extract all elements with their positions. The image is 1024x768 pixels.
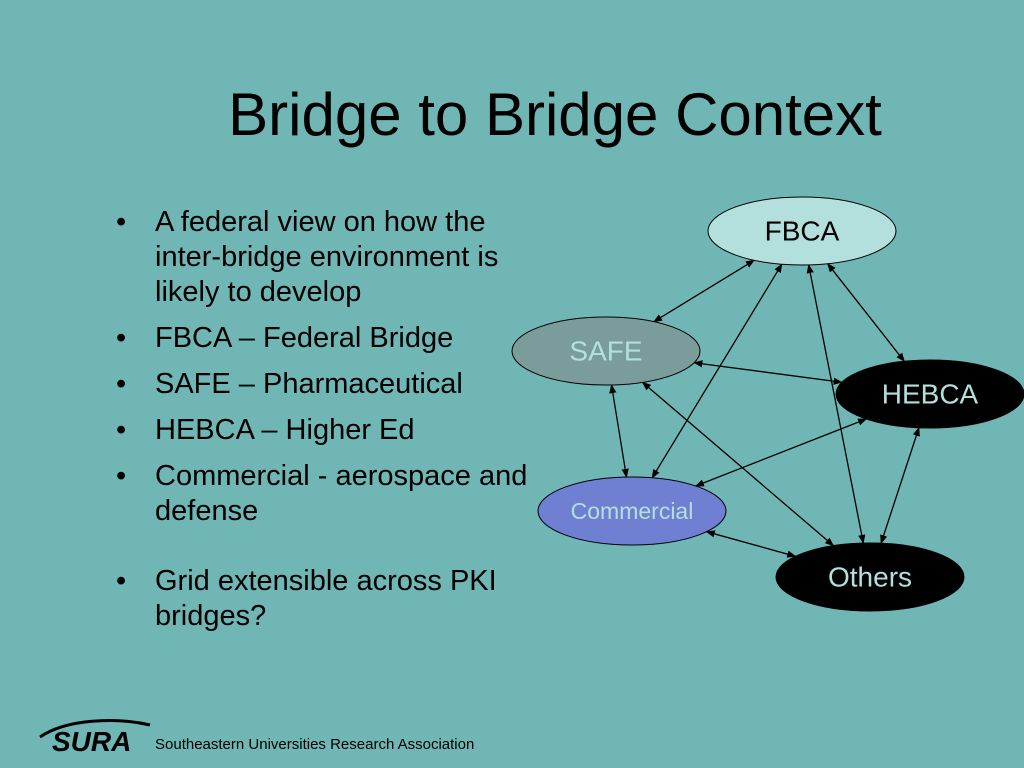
node-safe: SAFE	[511, 316, 701, 386]
node-commercial: Commercial	[537, 476, 727, 546]
node-safe-shape	[511, 316, 701, 386]
edge-safe-hebca	[693, 360, 843, 385]
bullet-icon: •	[116, 368, 127, 400]
node-others-shape	[775, 542, 965, 612]
bullet-text: A federal view on how the inter-bridge e…	[155, 206, 499, 308]
node-hebca-label: HEBCA	[882, 379, 979, 410]
bullet-item: • SAFE – Pharmaceutical	[112, 367, 542, 402]
bullet-icon: •	[116, 322, 127, 354]
bullet-item: • A federal view on how the inter-bridge …	[112, 205, 542, 310]
edge-hebca-others	[880, 426, 920, 545]
bullet-text: Grid extensible across PKI bridges?	[155, 565, 497, 632]
node-fbca-shape	[707, 196, 897, 266]
bullet-item: • Commercial - aerospace and defense	[112, 459, 542, 529]
bullet-text: HEBCA – Higher Ed	[155, 414, 415, 446]
bullet-text: SAFE – Pharmaceutical	[155, 368, 463, 400]
bullet-text: Commercial - aerospace and defense	[155, 460, 528, 527]
bullet-list: • A federal view on how the inter-bridge …	[112, 205, 542, 645]
node-commercial-label: Commercial	[571, 498, 694, 524]
node-fbca-label: FBCA	[765, 216, 840, 247]
node-safe-label: SAFE	[569, 336, 642, 367]
slide-title: Bridge to Bridge Context	[228, 81, 882, 148]
sura-logo-icon: SURA	[39, 719, 151, 757]
edge-fbca-safe	[653, 259, 755, 323]
node-fbca: FBCA	[707, 196, 897, 266]
bullet-text: FBCA – Federal Bridge	[155, 322, 454, 354]
bullet-icon: •	[116, 565, 127, 597]
edge-fbca-hebca	[827, 262, 905, 363]
bullet-icon: •	[116, 460, 127, 492]
edge-commercial-others	[705, 530, 797, 558]
node-others: Others	[775, 542, 965, 612]
bullet-item: • Grid extensible across PKI bridges?	[112, 564, 542, 634]
edge-layer	[609, 259, 920, 558]
node-others-label: Others	[828, 562, 912, 593]
node-hebca-shape	[835, 359, 1024, 429]
sura-logo-text: SURA	[52, 726, 131, 757]
edge-safe-commercial	[609, 384, 629, 478]
bullet-icon: •	[116, 414, 127, 446]
bullet-icon: •	[116, 206, 127, 238]
node-hebca: HEBCA	[835, 359, 1024, 429]
bullet-item: • FBCA – Federal Bridge	[112, 321, 542, 356]
node-commercial-shape	[537, 476, 727, 546]
edge-fbca-others	[806, 264, 866, 544]
bullet-item: • HEBCA – Higher Ed	[112, 413, 542, 448]
edge-hebca-commercial	[694, 418, 868, 487]
footer-org-name: Southeastern Universities Research Assoc…	[155, 736, 475, 753]
